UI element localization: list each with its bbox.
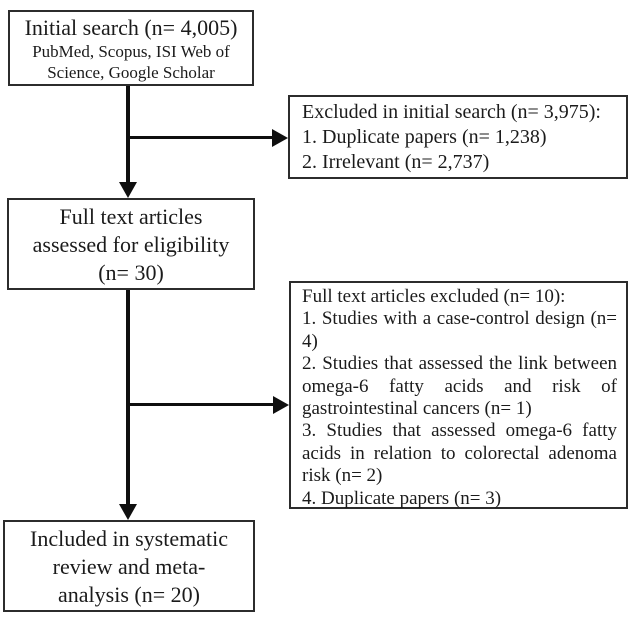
arrow-line-branch-excluded-initial <box>128 136 274 139</box>
box-excluded-fulltext: Full text articles excluded (n= 10): 1. … <box>289 281 628 509</box>
excluded-fulltext-item: 1. Studies with a case-control design (n… <box>302 308 617 352</box>
initial-search-databases: PubMed, Scopus, ISI Web of Science, Goog… <box>32 42 230 82</box>
arrowhead-right-icon <box>272 129 288 147</box>
excluded-initial-heading: Excluded in initial search (n= 3,975): <box>302 101 601 123</box>
arrowhead-down-icon <box>119 504 137 520</box>
excluded-initial-item: 2. Irrelevant (n= 2,737) <box>302 151 490 173</box>
box-excluded-initial-search: Excluded in initial search (n= 3,975): 1… <box>288 95 628 179</box>
arrow-line-initial-to-fulltext <box>126 86 130 183</box>
included-line: analysis (n= 20) <box>58 582 200 607</box>
box-initial-search: Initial search (n= 4,005) PubMed, Scopus… <box>8 10 254 86</box>
arrowhead-down-icon <box>119 182 137 198</box>
initial-search-title: Initial search (n= 4,005) <box>24 15 238 40</box>
box-included-systematic-review: Included in systematic review and meta- … <box>3 520 255 612</box>
box-fulltext-assessed: Full text articles assessed for eligibil… <box>7 198 255 290</box>
arrowhead-right-icon <box>273 396 289 414</box>
arrow-line-branch-excluded-fulltext <box>128 403 275 406</box>
arrow-line-fulltext-to-included <box>126 290 130 505</box>
fulltext-assessed-line: (n= 30) <box>98 260 164 285</box>
included-line: review and meta- <box>52 554 206 579</box>
excluded-fulltext-item: 4. Duplicate papers (n= 3) <box>302 487 502 509</box>
excluded-initial-item: 1. Duplicate papers (n= 1,238) <box>302 126 547 148</box>
included-line: Included in systematic <box>30 526 228 551</box>
fulltext-assessed-line: assessed for eligibility <box>32 232 230 257</box>
excluded-fulltext-item: 3. Studies that assessed omega-6 fatty a… <box>302 420 617 487</box>
fulltext-assessed-line: Full text articles <box>59 204 203 229</box>
excluded-fulltext-heading: Full text articles excluded (n= 10): <box>302 286 566 307</box>
excluded-fulltext-item: 2. Studies that assessed the link betwee… <box>302 353 617 420</box>
